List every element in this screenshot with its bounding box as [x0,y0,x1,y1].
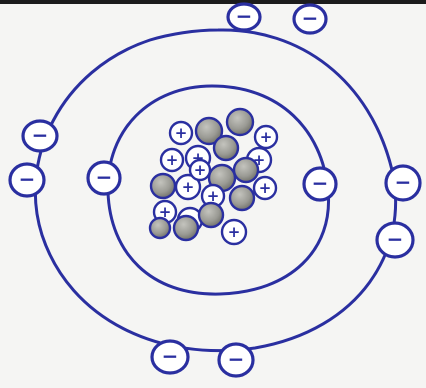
neutron [227,109,253,135]
electron: − [219,344,253,376]
proton-sign: + [175,124,188,142]
proton: + [170,122,192,144]
electron: − [304,168,336,200]
electron: − [294,5,326,33]
electron-sign: − [302,6,319,30]
electron: − [88,162,120,194]
electron: − [23,121,57,151]
neutron [150,218,170,238]
proton: + [222,220,246,244]
electron: − [10,164,44,196]
neutron [199,203,223,227]
electron: − [152,341,188,373]
proton: + [254,177,276,199]
proton: + [190,160,210,180]
proton-sign: + [228,223,241,241]
electron-sign: − [312,171,329,195]
proton-sign: + [166,151,179,169]
electron: − [228,4,260,30]
electron-sign: − [236,4,253,28]
electron-sign: − [395,170,412,194]
proton: + [161,149,183,171]
neutron [234,158,258,182]
neutron [174,216,198,240]
electron: − [386,166,420,200]
proton: + [255,126,277,148]
neutron [151,174,175,198]
neutron [230,186,254,210]
electron: − [377,223,413,257]
proton-sign: + [260,128,273,146]
electron-sign: − [162,344,179,368]
scan-edge [0,0,426,4]
proton-sign: + [194,161,207,179]
electron-sign: − [387,227,404,251]
electron-sign: − [96,165,113,189]
proton-sign: + [182,178,195,196]
electron-sign: − [228,347,245,371]
neutron [214,136,238,160]
electron-sign: − [19,167,36,191]
electron-sign: − [32,123,49,147]
proton-sign: + [259,179,272,197]
